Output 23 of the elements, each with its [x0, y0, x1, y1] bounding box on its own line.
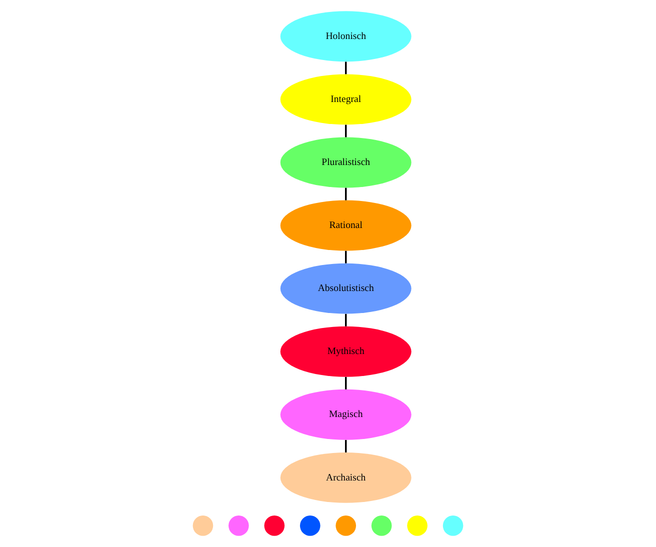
- node-ellipse: Magisch: [280, 389, 412, 440]
- connector: [345, 376, 347, 390]
- node-ellipse: Integral: [280, 74, 412, 125]
- node-ellipse: Archaisch: [280, 452, 412, 503]
- connector: [345, 440, 347, 452]
- node-ellipse: Rational: [280, 200, 412, 251]
- node-circle: [407, 516, 428, 536]
- node-circle: [192, 516, 214, 536]
- connector: [345, 62, 347, 74]
- connector: [345, 188, 347, 200]
- node-ellipse: Absolutistisch: [280, 263, 412, 314]
- node-circle: [442, 516, 464, 536]
- connector: [345, 314, 347, 326]
- node-circle: [371, 516, 392, 536]
- node-ellipse: Pluralistisch: [280, 137, 412, 188]
- node-circle: [336, 516, 356, 536]
- node-ellipse: Mythisch: [280, 326, 412, 377]
- connector: [345, 250, 347, 264]
- node-ellipse: Holonisch: [280, 11, 412, 62]
- node-circle: [264, 516, 285, 536]
- node-circle: [228, 516, 249, 536]
- connector: [345, 124, 347, 138]
- node-circle: [300, 516, 320, 536]
